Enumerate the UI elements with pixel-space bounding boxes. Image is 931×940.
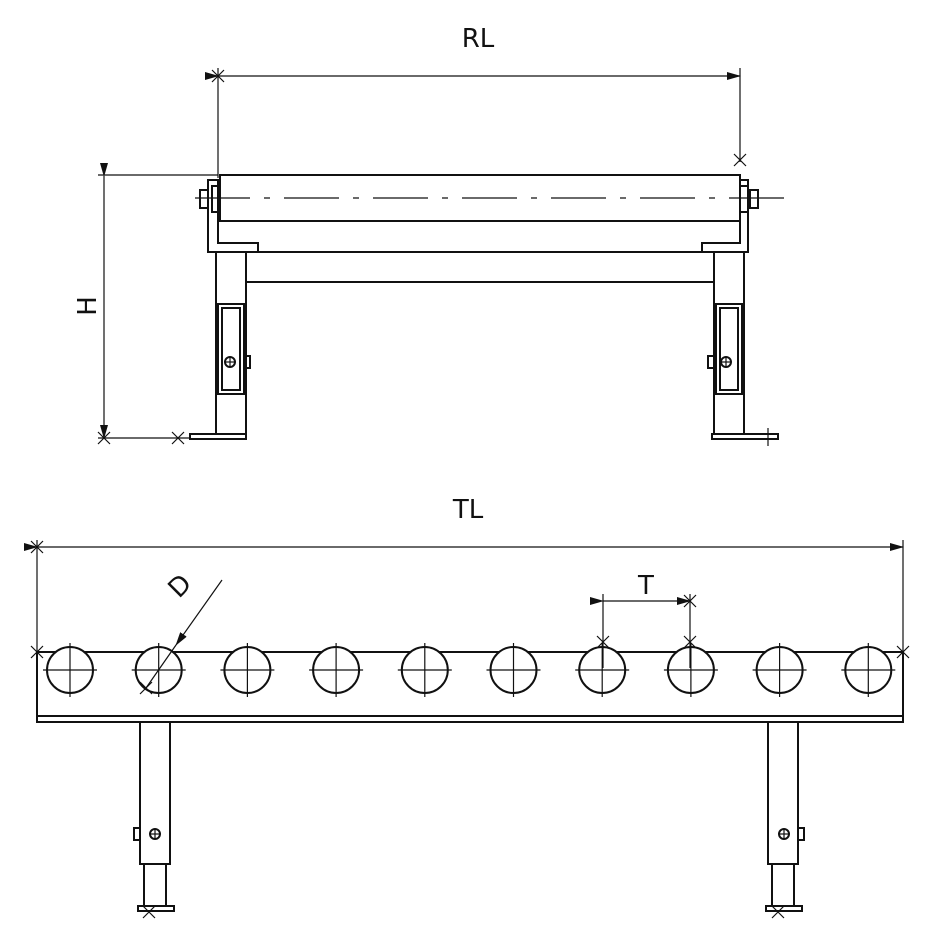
left-bracket	[199, 179, 259, 253]
cross-beam	[245, 251, 715, 283]
roller-9	[752, 643, 807, 697]
right-leg	[707, 251, 779, 446]
d-dimension-line	[139, 579, 223, 695]
tl-dimension-line	[24, 540, 910, 659]
front-left-leg	[133, 721, 175, 919]
side-view: RL	[73, 24, 790, 446]
roller-7	[575, 643, 630, 697]
roller-3	[220, 643, 275, 697]
right-bracket	[701, 179, 759, 253]
left-leg	[189, 251, 251, 440]
h-label: H	[73, 296, 103, 316]
roller-4	[309, 643, 364, 697]
roller-10	[841, 643, 896, 697]
roller	[195, 174, 790, 222]
t-label: T	[637, 571, 654, 601]
front-view: TL D T	[24, 495, 910, 919]
tl-label: TL	[452, 495, 484, 525]
t-dimension-line	[590, 594, 697, 668]
roller-5	[397, 643, 452, 697]
h-dimension-line	[97, 163, 218, 445]
frame	[36, 651, 904, 723]
rollers	[43, 643, 896, 697]
front-right-leg	[765, 721, 805, 919]
rl-label: RL	[462, 24, 495, 54]
rl-dimension-line	[205, 68, 747, 178]
roller-1	[43, 643, 97, 697]
roller-6	[486, 643, 541, 697]
d-label: D	[163, 569, 198, 604]
roller-8	[663, 643, 718, 697]
